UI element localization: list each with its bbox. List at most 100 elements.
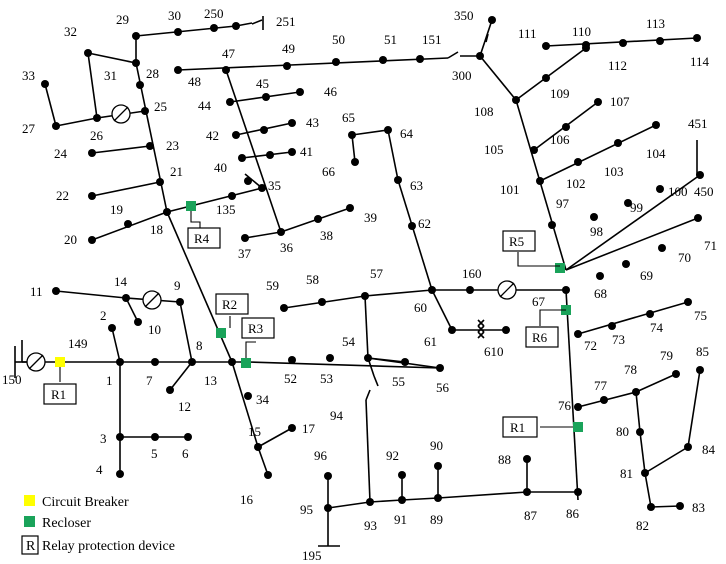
node-label: 36 — [280, 240, 294, 255]
node-label: 7 — [146, 373, 153, 388]
node-label: 59 — [266, 278, 279, 293]
node-label: 71 — [704, 238, 717, 253]
node-label: 9 — [174, 278, 181, 293]
node-label: 31 — [104, 68, 117, 83]
regulator-25-icon — [111, 104, 131, 124]
node-label: 96 — [314, 448, 328, 463]
node-label: 3 — [100, 431, 107, 446]
node-label: 610 — [484, 344, 504, 359]
node-label: 87 — [524, 508, 538, 523]
node-label: 43 — [306, 115, 319, 130]
node-label: 66 — [322, 164, 336, 179]
node-label: 4 — [96, 462, 103, 477]
node-label: 11 — [30, 284, 43, 299]
node-label: 149 — [68, 336, 88, 351]
node-label: 76 — [558, 398, 572, 413]
node-label: 25 — [154, 99, 167, 114]
node-label: 52 — [284, 371, 297, 386]
node-label: 113 — [646, 16, 665, 31]
node-label: 350 — [454, 8, 474, 23]
node-label: 33 — [22, 68, 35, 83]
node-label: 45 — [256, 76, 269, 91]
source-bus-symbol — [14, 346, 27, 378]
node-label: 102 — [566, 176, 586, 191]
node-label: 82 — [636, 518, 649, 533]
node-label: 67 — [532, 294, 546, 309]
node-label: 53 — [320, 371, 333, 386]
node-label: 15 — [248, 424, 261, 439]
node-label: 103 — [604, 164, 624, 179]
svg-text:R6: R6 — [532, 330, 548, 345]
node-label: 44 — [198, 98, 212, 113]
legend-recloser-label: Recloser — [42, 516, 91, 531]
regulator-9-icon — [142, 290, 162, 310]
node-label: 62 — [418, 216, 431, 231]
node-label: 97 — [556, 196, 570, 211]
node-label: 112 — [608, 58, 627, 73]
node-label: 300 — [452, 68, 472, 83]
node-label: 93 — [364, 518, 377, 533]
node-label: 91 — [394, 512, 407, 527]
node-label: 104 — [646, 146, 666, 161]
open-switches — [251, 19, 489, 401]
node-label: 23 — [166, 138, 179, 153]
node-label: 105 — [484, 142, 504, 157]
legend-recloser-swatch — [24, 516, 35, 527]
legend-circuit-breaker-label: Circuit Breaker — [42, 495, 129, 510]
node-label: 79 — [660, 348, 673, 363]
node-label: 46 — [324, 84, 338, 99]
node-label: 48 — [188, 74, 201, 89]
node-label: 47 — [222, 46, 236, 61]
node-label: 251 — [276, 14, 296, 29]
node-label: 24 — [54, 146, 68, 161]
node-label: 86 — [566, 506, 580, 521]
node-label: 451 — [688, 116, 708, 131]
node-label: 90 — [430, 438, 443, 453]
node-label: 42 — [206, 128, 219, 143]
svg-text:R3: R3 — [248, 321, 263, 336]
node-label: 108 — [474, 104, 494, 119]
node-label: 26 — [90, 128, 104, 143]
relay-r1-right: R1 — [502, 416, 538, 438]
legend-relay-symbol: R — [26, 539, 36, 554]
node-label: 55 — [392, 374, 405, 389]
svg-text:R2: R2 — [222, 297, 237, 312]
node-label: 151 — [422, 32, 442, 47]
node-label: 61 — [424, 334, 437, 349]
bus-nodes — [41, 16, 704, 512]
node-label: 19 — [110, 202, 123, 217]
node-label: 78 — [624, 362, 637, 377]
relay-r4: R4 — [187, 227, 221, 249]
node-label: 10 — [148, 322, 161, 337]
recloser-r5-icon — [555, 263, 565, 273]
relay-r1-left: R1 — [43, 383, 77, 405]
node-label: 65 — [342, 110, 355, 125]
node-label: 98 — [590, 224, 603, 239]
node-label: 22 — [56, 188, 69, 203]
node-label: 40 — [214, 160, 227, 175]
node-label: 60 — [414, 300, 427, 315]
node-label: 83 — [692, 500, 705, 515]
node-label: 58 — [306, 272, 319, 287]
node-label: 74 — [650, 320, 664, 335]
svg-text:R5: R5 — [509, 234, 524, 249]
legend-circuit-breaker-swatch — [24, 495, 35, 506]
svg-text:R1: R1 — [51, 387, 66, 402]
node-label: 73 — [612, 332, 625, 347]
node-label: 28 — [146, 66, 159, 81]
node-label: 106 — [550, 132, 570, 147]
node-label: 80 — [616, 424, 629, 439]
relay-r3: R3 — [241, 317, 275, 339]
node-label: 111 — [518, 26, 537, 41]
legend-relay-label: Relay protection device — [42, 539, 175, 554]
node-label: 195 — [302, 548, 322, 563]
relay-r2: R2 — [215, 293, 249, 315]
node-label: 109 — [550, 86, 570, 101]
node-label: 37 — [238, 246, 252, 261]
node-label: 32 — [64, 24, 77, 39]
node-label: 5 — [151, 446, 158, 461]
node-label: 30 — [168, 8, 181, 23]
svg-text:R1: R1 — [510, 420, 525, 435]
